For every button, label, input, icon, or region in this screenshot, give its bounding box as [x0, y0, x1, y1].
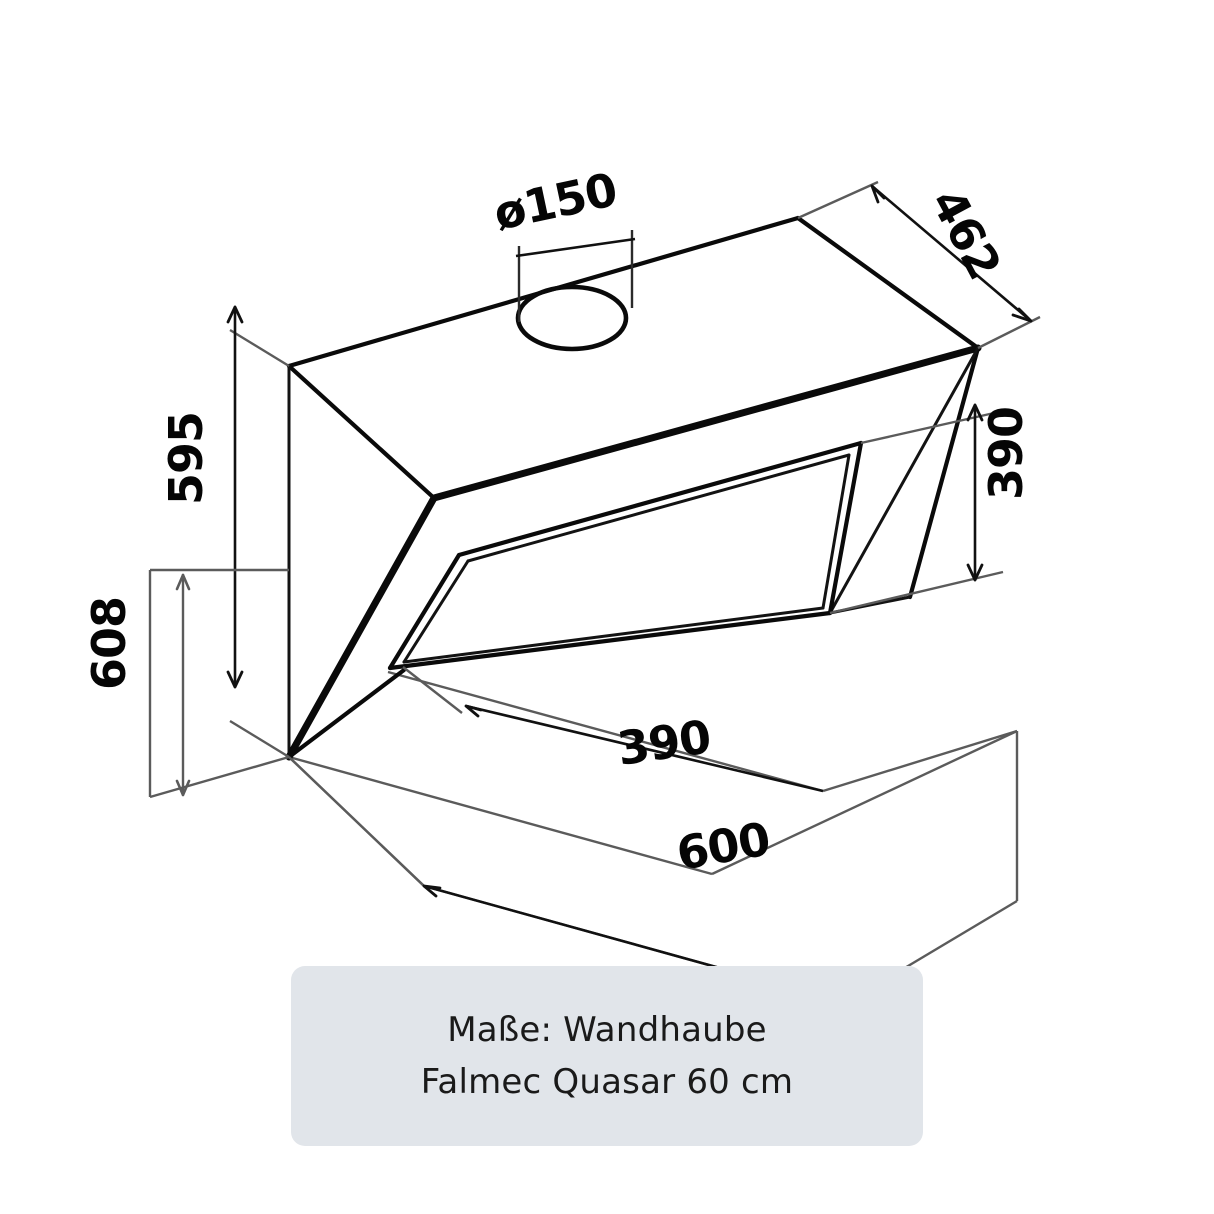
front-glass-panel — [387, 440, 864, 671]
dim-label-duct-diameter: ø150 — [489, 162, 621, 241]
dimension-depth: 462 — [797, 180, 1041, 350]
dim-label-glass-depth: 390 — [614, 709, 714, 775]
dimension-glass-height: 390 — [829, 403, 1033, 615]
dimension-body-height: 595 — [159, 305, 290, 759]
dimension-glass-depth: 390 — [402, 666, 824, 793]
dim-label-depth: 462 — [920, 180, 1011, 287]
dim-label-total-height: 608 — [82, 597, 136, 690]
dimension-total-height: 608 — [82, 568, 290, 799]
dimension-duct-diameter: ø150 — [489, 162, 621, 241]
caption-line-1: Maße: Wandhaube — [447, 1010, 767, 1050]
hood-body — [285, 215, 982, 761]
caption-box: Maße: Wandhaube Falmec Quasar 60 cm — [291, 966, 923, 1146]
duct-outlet-ellipse — [515, 230, 636, 352]
dim-label-body-height: 595 — [159, 412, 213, 505]
dim-label-glass-height: 390 — [979, 407, 1033, 500]
dim-label-width: 600 — [673, 811, 774, 880]
caption-line-2: Falmec Quasar 60 cm — [420, 1062, 794, 1102]
